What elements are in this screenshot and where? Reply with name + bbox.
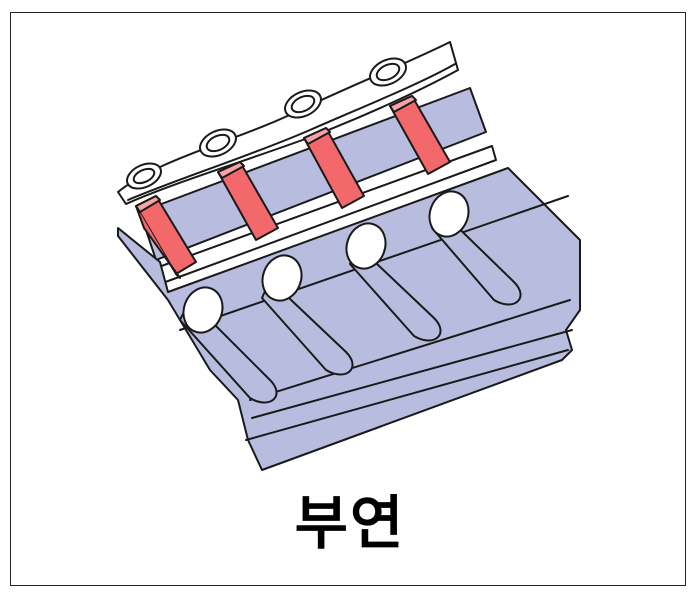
rafter-ends <box>182 190 470 334</box>
flying-rafter-block-icon <box>135 195 197 279</box>
flying-rafter-block-icon <box>389 95 451 175</box>
flying-rafter-block-icon <box>303 127 365 209</box>
caption-label: 부연 <box>294 489 406 557</box>
upper-board <box>139 87 487 261</box>
flying-rafter-block-icon <box>217 161 279 241</box>
diagram-frame <box>10 12 686 586</box>
flying-rafter-blocks <box>135 95 451 279</box>
